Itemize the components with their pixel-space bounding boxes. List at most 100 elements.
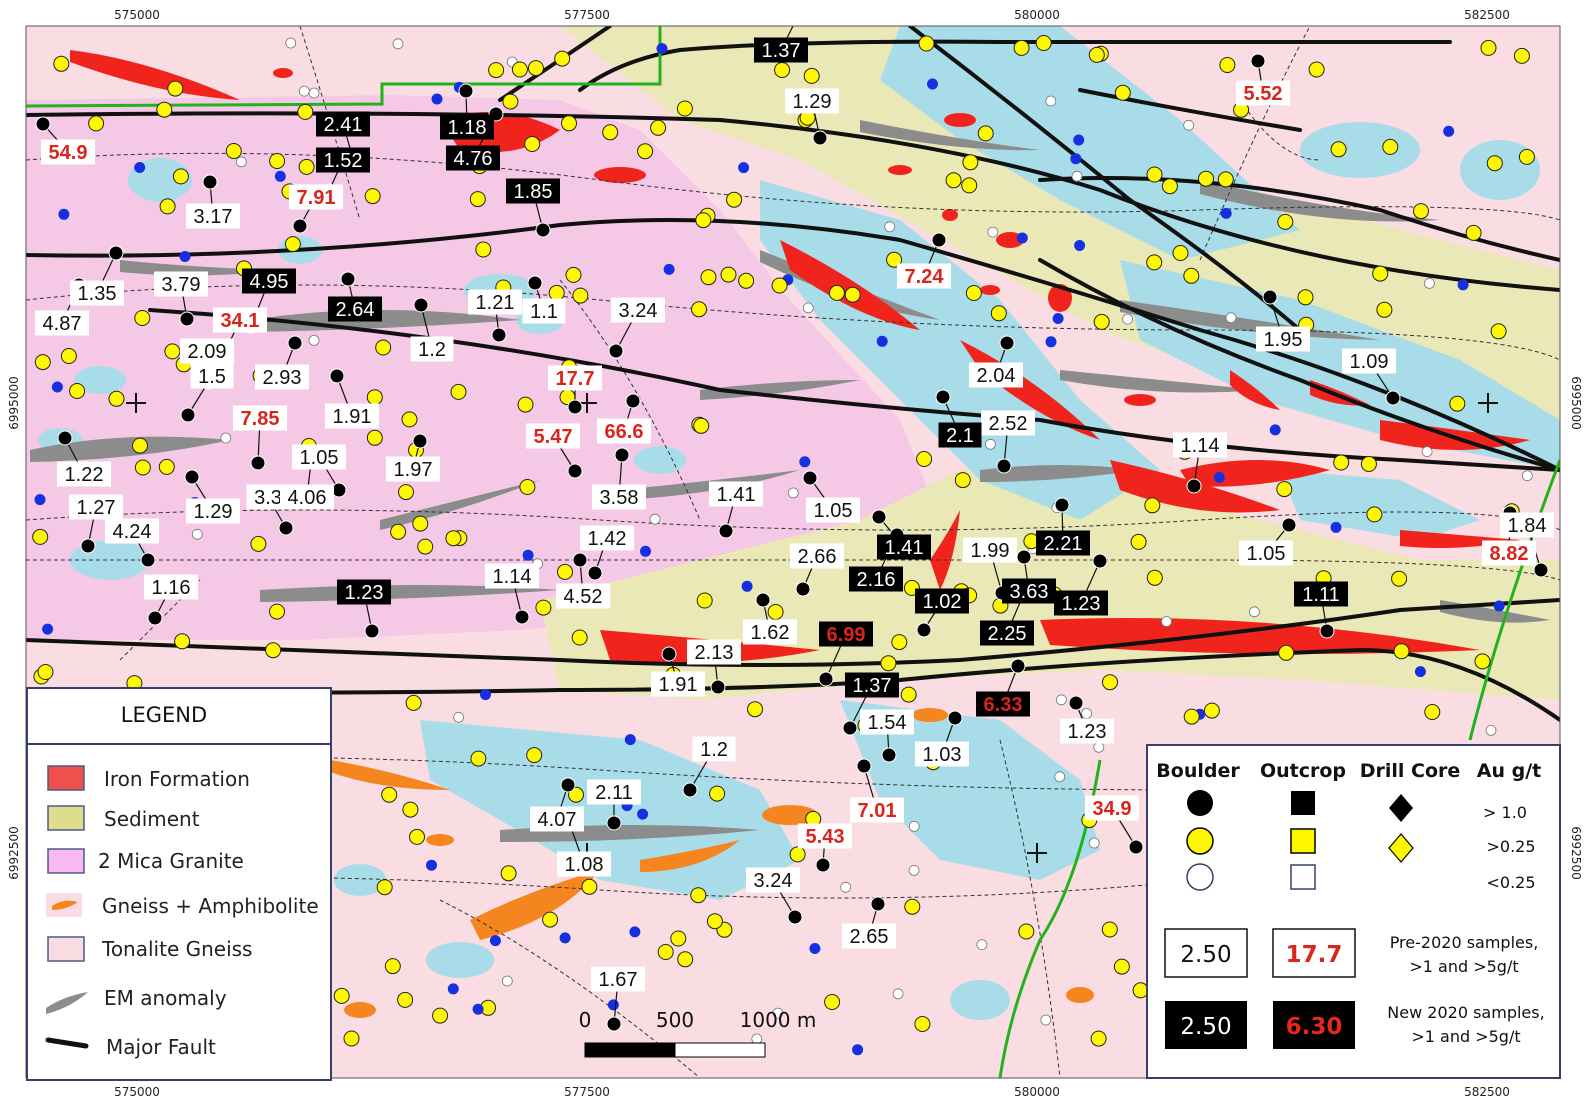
- assay-label: 2.41: [316, 111, 370, 137]
- sample-yellow: [1035, 35, 1052, 51]
- assay-label-box: [1060, 718, 1114, 744]
- sample-yellow: [891, 634, 908, 651]
- sample-yellow: [69, 383, 86, 399]
- boulder-high-grade: [340, 271, 356, 287]
- sample-yellow: [265, 642, 282, 659]
- assay-label: 1.29: [186, 498, 240, 524]
- sample-yellow: [1330, 141, 1347, 158]
- boulder-high-grade: [606, 1016, 622, 1032]
- boulder-high-grade: [1186, 478, 1202, 494]
- assay-label-text: 6.33: [984, 694, 1023, 716]
- key-pre-desc-1: Pre-2020 samples,: [1390, 933, 1539, 952]
- sample-yellow: [174, 633, 191, 650]
- assay-label: 7.24: [897, 263, 951, 289]
- assay-label-text: 1.22: [65, 464, 104, 486]
- assay-label: 2.21: [1036, 530, 1090, 556]
- sample-yellow: [554, 50, 571, 67]
- assay-label-text: 5.43: [806, 826, 845, 848]
- sample-yellow: [500, 865, 517, 882]
- sample-white: [501, 975, 513, 987]
- sample-blue: [629, 926, 641, 938]
- sample-blue: [431, 93, 443, 105]
- assay-label-text: 1.18: [448, 117, 487, 139]
- sample-yellow: [488, 62, 505, 79]
- assay-label-text: 2.13: [695, 642, 734, 664]
- assay-label: 1.09: [1342, 348, 1396, 374]
- coord-bottom-3: 580000: [1014, 1085, 1060, 1099]
- sample-white: [392, 38, 404, 50]
- assay-label-box: [186, 203, 240, 229]
- assay-label-text: 34.1: [221, 310, 260, 332]
- assay-label-text: 2.64: [336, 299, 375, 321]
- sample-blue: [1052, 313, 1064, 324]
- sample-yellow: [167, 80, 184, 97]
- sample-yellow: [557, 563, 573, 580]
- sample-yellow: [918, 35, 935, 52]
- boulder-high-grade: [795, 581, 811, 597]
- assay-label-box: [1294, 581, 1348, 607]
- assay-label: 1.41: [877, 534, 931, 560]
- boulder-high-grade: [1533, 562, 1549, 578]
- assay-label-box: [328, 296, 382, 322]
- key-grade-high: > 1.0: [1483, 803, 1527, 822]
- sample-yellow: [726, 191, 743, 208]
- assay-label-text: 3.24: [754, 870, 793, 892]
- sample-yellow: [511, 61, 528, 78]
- legend-swatch-granite: [47, 848, 85, 874]
- assay-label-box: [41, 139, 95, 165]
- assay-label-box: [186, 498, 240, 524]
- sample-white: [1225, 312, 1237, 324]
- assay-label-box: [850, 797, 904, 823]
- assay-label: 1.23: [1060, 718, 1114, 744]
- assay-label-text: 1.5: [198, 366, 226, 388]
- sample-yellow: [132, 437, 148, 454]
- sample-blue: [1269, 424, 1281, 436]
- assay-label-text: 2.65: [850, 926, 889, 948]
- sample-yellow: [366, 389, 383, 406]
- sample-yellow: [650, 119, 667, 136]
- sample-yellow: [343, 1030, 360, 1047]
- key-drill-high: [1389, 794, 1413, 822]
- key-pre-white-value: 2.50: [1180, 942, 1231, 968]
- sample-yellow: [417, 538, 434, 555]
- assay-label-text: 2.93: [263, 367, 302, 389]
- assay-label: 1.27: [69, 494, 123, 520]
- assay-label: 7.91: [289, 184, 343, 210]
- sample-white: [908, 821, 920, 832]
- assay-label: 3.58: [592, 484, 646, 510]
- assay-label-text: 1.91: [333, 406, 372, 428]
- legend-label-iron: Iron Formation: [104, 767, 250, 791]
- sample-white: [298, 85, 310, 97]
- sample-yellow: [965, 285, 982, 301]
- assay-label-text: 3.17: [194, 206, 233, 228]
- assay-label-box: [506, 178, 560, 204]
- boulder-high-grade: [1262, 289, 1278, 305]
- assay-label-box: [70, 280, 124, 306]
- scale-bar-white: [674, 1042, 766, 1058]
- assay-label: 2.66: [790, 543, 844, 569]
- assay-label: 1.23: [337, 579, 391, 605]
- sample-white: [772, 1007, 784, 1019]
- assay-label: 4.87: [35, 310, 89, 336]
- boulder-high-grade: [1054, 497, 1070, 513]
- assay-label: 1.14: [485, 563, 539, 589]
- boulder-high-grade: [287, 335, 303, 351]
- assay-label: 5.52: [1236, 80, 1290, 106]
- sample-yellow: [690, 887, 707, 904]
- sample-blue: [637, 808, 649, 820]
- legend-label-sediment: Sediment: [104, 807, 200, 831]
- sample-yellow: [886, 251, 903, 268]
- assay-label: 1.2: [410, 336, 454, 362]
- sample-yellow: [1219, 57, 1236, 73]
- boulder-high-grade: [718, 523, 734, 539]
- assay-label-text: 1.54: [868, 712, 907, 734]
- boulder-high-grade: [560, 777, 576, 793]
- assay-label-box: [597, 418, 651, 444]
- coordinate-labels: 575000 577500 580000 582500 575000 57750…: [7, 8, 1583, 1099]
- assay-label-box: [69, 494, 123, 520]
- assay-label-text: 4.76: [454, 148, 493, 170]
- boulder-high-grade: [179, 311, 195, 327]
- sample-white: [751, 1033, 763, 1045]
- sample-yellow: [1424, 704, 1441, 720]
- assay-label-box: [687, 639, 741, 665]
